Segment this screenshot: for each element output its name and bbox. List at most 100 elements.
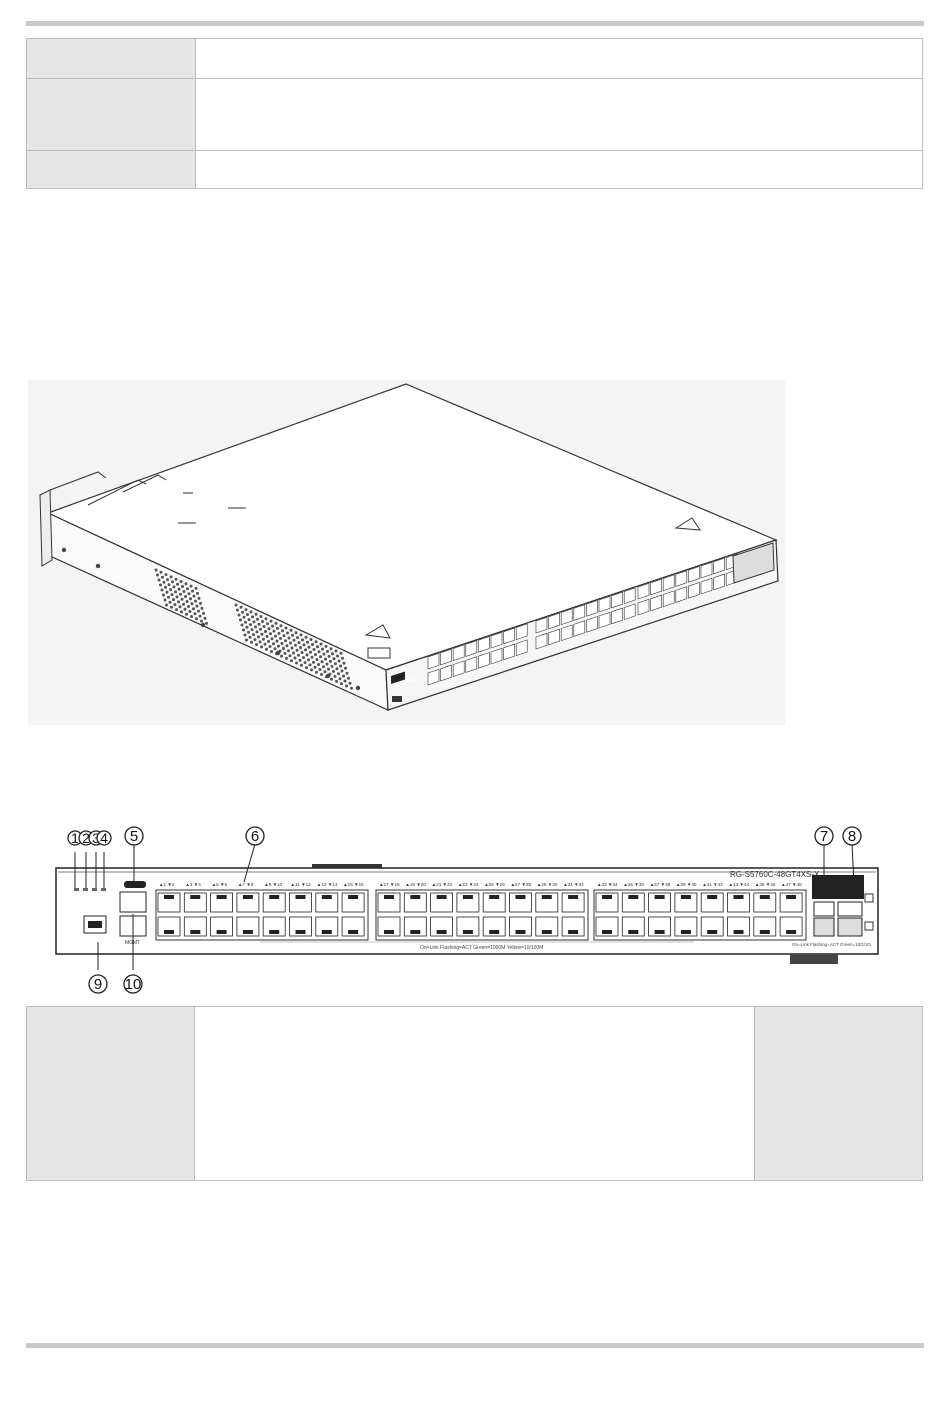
rj45-port	[688, 566, 700, 583]
port-number-label: ▲27 ▼28	[511, 882, 532, 887]
rj45-port	[509, 916, 532, 937]
rj45-port	[456, 916, 480, 937]
port-number-label: ▲35 ▼36	[623, 882, 644, 887]
rj45-port	[700, 916, 724, 937]
rj45-port	[548, 612, 560, 630]
rj45-port	[503, 627, 515, 645]
rj45-port	[465, 656, 478, 673]
rj45-port	[515, 639, 528, 657]
callout-circle	[814, 826, 834, 846]
spec-table-bottom	[26, 1006, 923, 1181]
rj45-port	[535, 916, 559, 937]
rj45-port	[674, 892, 698, 913]
rj45-port	[727, 916, 750, 937]
rj45-port	[675, 570, 688, 587]
rj45-port	[586, 600, 598, 617]
callout-number: 5	[130, 828, 138, 845]
port-number-label: ▲29 ▼30	[537, 882, 558, 887]
rj45-port	[727, 892, 750, 913]
port-number-label: ▲9 ▼10	[264, 882, 282, 887]
port-number-label: ▲43 ▼44	[729, 882, 750, 887]
rj45-port	[427, 652, 440, 670]
rj45-port	[561, 916, 585, 937]
rj45-port	[403, 892, 427, 913]
rj45-port	[779, 916, 803, 937]
port-number-label: ▲23 ▼24	[458, 882, 479, 887]
rj45-port	[157, 892, 181, 913]
rj45-port	[456, 892, 480, 913]
rj45-port	[341, 892, 365, 913]
rj45-port	[611, 607, 623, 625]
rj45-port	[515, 623, 528, 641]
rj45-port	[674, 916, 698, 937]
rj45-port	[315, 916, 339, 937]
rj45-port	[440, 648, 452, 666]
port-number-label: ▲39 ▼40	[676, 882, 697, 887]
port-number-label: ▲31 ▼32	[563, 882, 584, 887]
rj45-port	[595, 892, 619, 913]
callout-number: 6	[251, 828, 259, 845]
rj45-port	[573, 620, 586, 637]
rj45-port	[675, 586, 688, 603]
rj45-port	[573, 604, 586, 621]
rj45-port	[262, 892, 286, 913]
rj45-port	[157, 916, 181, 937]
brand-logo: Ruijie	[407, 678, 420, 684]
callout-circle	[88, 974, 108, 994]
rj45-port	[650, 594, 662, 612]
rj45-port	[403, 916, 427, 937]
callout-number: 7	[820, 828, 828, 845]
rj45-port	[586, 616, 598, 633]
port-number-label: ▲19 ▼20	[405, 882, 426, 887]
port-number-label: ▲7 ▼8	[238, 882, 254, 887]
rj45-port	[548, 628, 560, 646]
rj45-port	[430, 916, 454, 937]
rj45-port	[637, 582, 650, 600]
rj45-port	[440, 664, 452, 682]
port-number-label: ▲33 ▼34	[597, 882, 618, 887]
port-number-label: ▲47 ▼48	[781, 882, 802, 887]
callout-circle	[96, 830, 112, 846]
rj45-port	[713, 573, 725, 591]
port-number-label: ▲1 ▼2	[159, 882, 175, 887]
port-legend-text: On=Link Flashing=ACT Green=1000M Yellow=…	[420, 945, 543, 951]
rj45-port	[210, 892, 234, 913]
rj45-port	[535, 892, 559, 913]
rj45-port	[700, 561, 713, 579]
port-number-label: ▲13 ▼14	[317, 882, 338, 887]
page-header-rule	[26, 21, 924, 26]
switch-front-panel-figure: MGMT ▲1 ▼2▲3 ▼4▲5 ▼6▲7 ▼8▲9 ▼10▲11 ▼12▲1…	[54, 818, 928, 1000]
rj45-port	[621, 892, 645, 913]
rj45-port	[611, 591, 623, 609]
table-cell	[195, 78, 923, 151]
rj45-port	[490, 631, 503, 649]
rj45-port	[210, 916, 234, 937]
rj45-port	[713, 557, 725, 575]
callout-number: 1	[71, 830, 79, 846]
rj45-port	[650, 578, 662, 596]
rj45-port	[482, 892, 506, 913]
rj45-port	[183, 892, 207, 913]
switch-isometric-figure: Ruijie	[28, 380, 785, 725]
port-number-label: ▲37 ▼38	[650, 882, 671, 887]
rj45-port	[503, 643, 515, 661]
rj45-port	[315, 892, 339, 913]
rj45-port	[598, 595, 611, 613]
rj45-port	[779, 892, 803, 913]
rj45-port	[236, 892, 260, 913]
port-number-label: ▲41 ▼42	[702, 882, 723, 887]
table-header-cell	[26, 150, 196, 189]
callout-number: 4	[100, 830, 108, 846]
port-number-label: ▲25 ▼26	[484, 882, 505, 887]
port-number-label: ▲5 ▼6	[212, 882, 228, 887]
table-header-cell	[26, 1006, 195, 1181]
rj45-port	[430, 892, 454, 913]
callout-number: 2	[82, 830, 90, 846]
rj45-port	[478, 636, 490, 653]
rj45-port	[623, 603, 636, 621]
rj45-port	[561, 892, 585, 913]
port-number-label: ▲17 ▼18	[379, 882, 400, 887]
rj45-port	[183, 916, 207, 937]
rj45-port	[560, 608, 573, 626]
rj45-port	[236, 916, 260, 937]
